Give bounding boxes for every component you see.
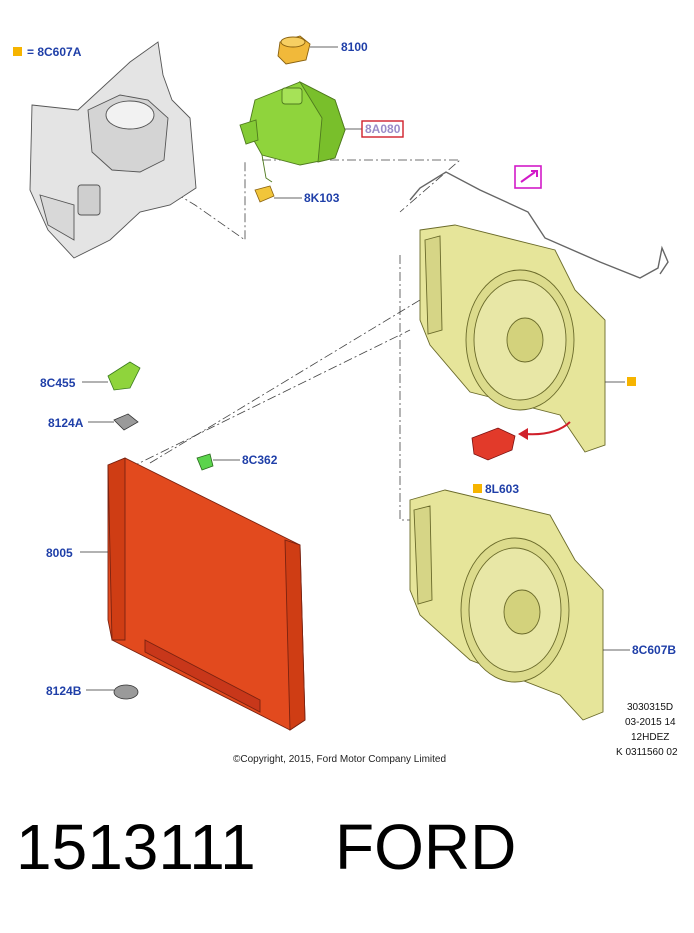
bracket-assembly	[29, 41, 197, 259]
drawing-info-1: 3030315D	[627, 702, 673, 713]
tank-highlight-box	[361, 120, 404, 138]
drawing-info-4: K 0311560 02	[616, 747, 678, 758]
copyright: ©Copyright, 2015, Ford Motor Company Lim…	[233, 754, 446, 765]
red-arrow-head-icon	[518, 428, 528, 440]
callout-tank: 8A080	[365, 122, 401, 136]
callout-lines	[80, 46, 630, 691]
legend-label: = 8C607A	[27, 45, 82, 59]
green-clip	[196, 453, 214, 471]
callout-shroud-bottom: 8C607B	[632, 643, 676, 657]
callout-clip: 8C362	[242, 453, 278, 467]
coolant-tank	[239, 80, 346, 183]
leader-lines	[87, 139, 462, 521]
callout-grommet-top: 8124A	[48, 416, 84, 430]
grommet-bottom	[113, 684, 139, 700]
drawing-info-3: 12HDEZ	[631, 732, 669, 743]
red-arrow-icon	[524, 421, 571, 436]
green-bracket	[107, 361, 141, 391]
callout-grommet-bottom: 8124B	[46, 684, 82, 698]
shroud-upper-square-icon	[627, 377, 636, 386]
brand-name: FORD	[335, 811, 517, 883]
fan-resistor	[471, 427, 516, 461]
grommet-top	[113, 413, 139, 431]
magenta-pencil-icon	[514, 165, 542, 189]
coolant-cap	[277, 35, 311, 65]
fan-shroud-lower	[409, 489, 604, 721]
radiator	[107, 457, 306, 731]
callout-resistor: 8L603	[485, 482, 519, 496]
callout-bracket-top: 8C455	[40, 376, 76, 390]
callout-cap: 8100	[341, 40, 368, 54]
wiring-harness	[409, 171, 669, 279]
resistor-square-icon	[473, 484, 482, 493]
callout-radiator: 8005	[46, 546, 73, 560]
fan-shroud-upper	[419, 224, 606, 453]
hose-connector	[254, 185, 275, 203]
part-number: 1513111	[16, 811, 256, 883]
drawing-info-2: 03-2015 14	[625, 717, 676, 728]
legend-square-icon	[13, 47, 22, 56]
callout-tank-hose: 8K103	[304, 191, 340, 205]
